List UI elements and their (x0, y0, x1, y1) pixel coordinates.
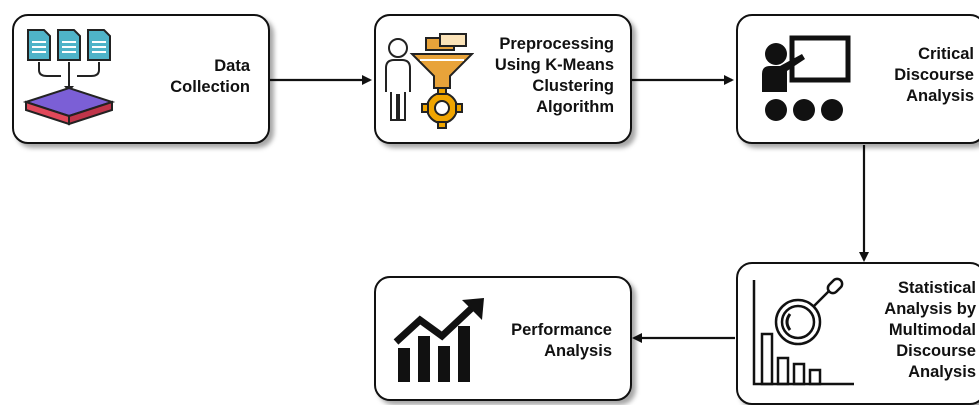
node-preprocessing: Preprocessing Using K-Means Clustering A… (374, 14, 632, 144)
node-label: Data Collection (170, 57, 250, 96)
growth-chart-icon (393, 298, 484, 382)
node-label: Preprocessing Using K-Means Clustering A… (494, 35, 614, 116)
magnifier-bar-chart-icon (752, 277, 854, 386)
node-data-collection: Data Collection (12, 14, 270, 144)
person-funnel-gear-icon (385, 33, 474, 129)
documents-to-database-icon (22, 29, 116, 126)
node-statistical-analysis: Statistical Analysis by Multimodal Disco… (736, 262, 979, 405)
node-label: Critical Discourse Analysis (894, 45, 974, 105)
presenter-audience-icon (762, 35, 851, 121)
node-label: Statistical Analysis by Multimodal Disco… (884, 279, 976, 381)
node-label: Performance Analysis (511, 321, 612, 360)
node-performance: Performance Analysis (374, 276, 632, 401)
node-critical-discourse: Critical Discourse Analysis (736, 14, 979, 144)
